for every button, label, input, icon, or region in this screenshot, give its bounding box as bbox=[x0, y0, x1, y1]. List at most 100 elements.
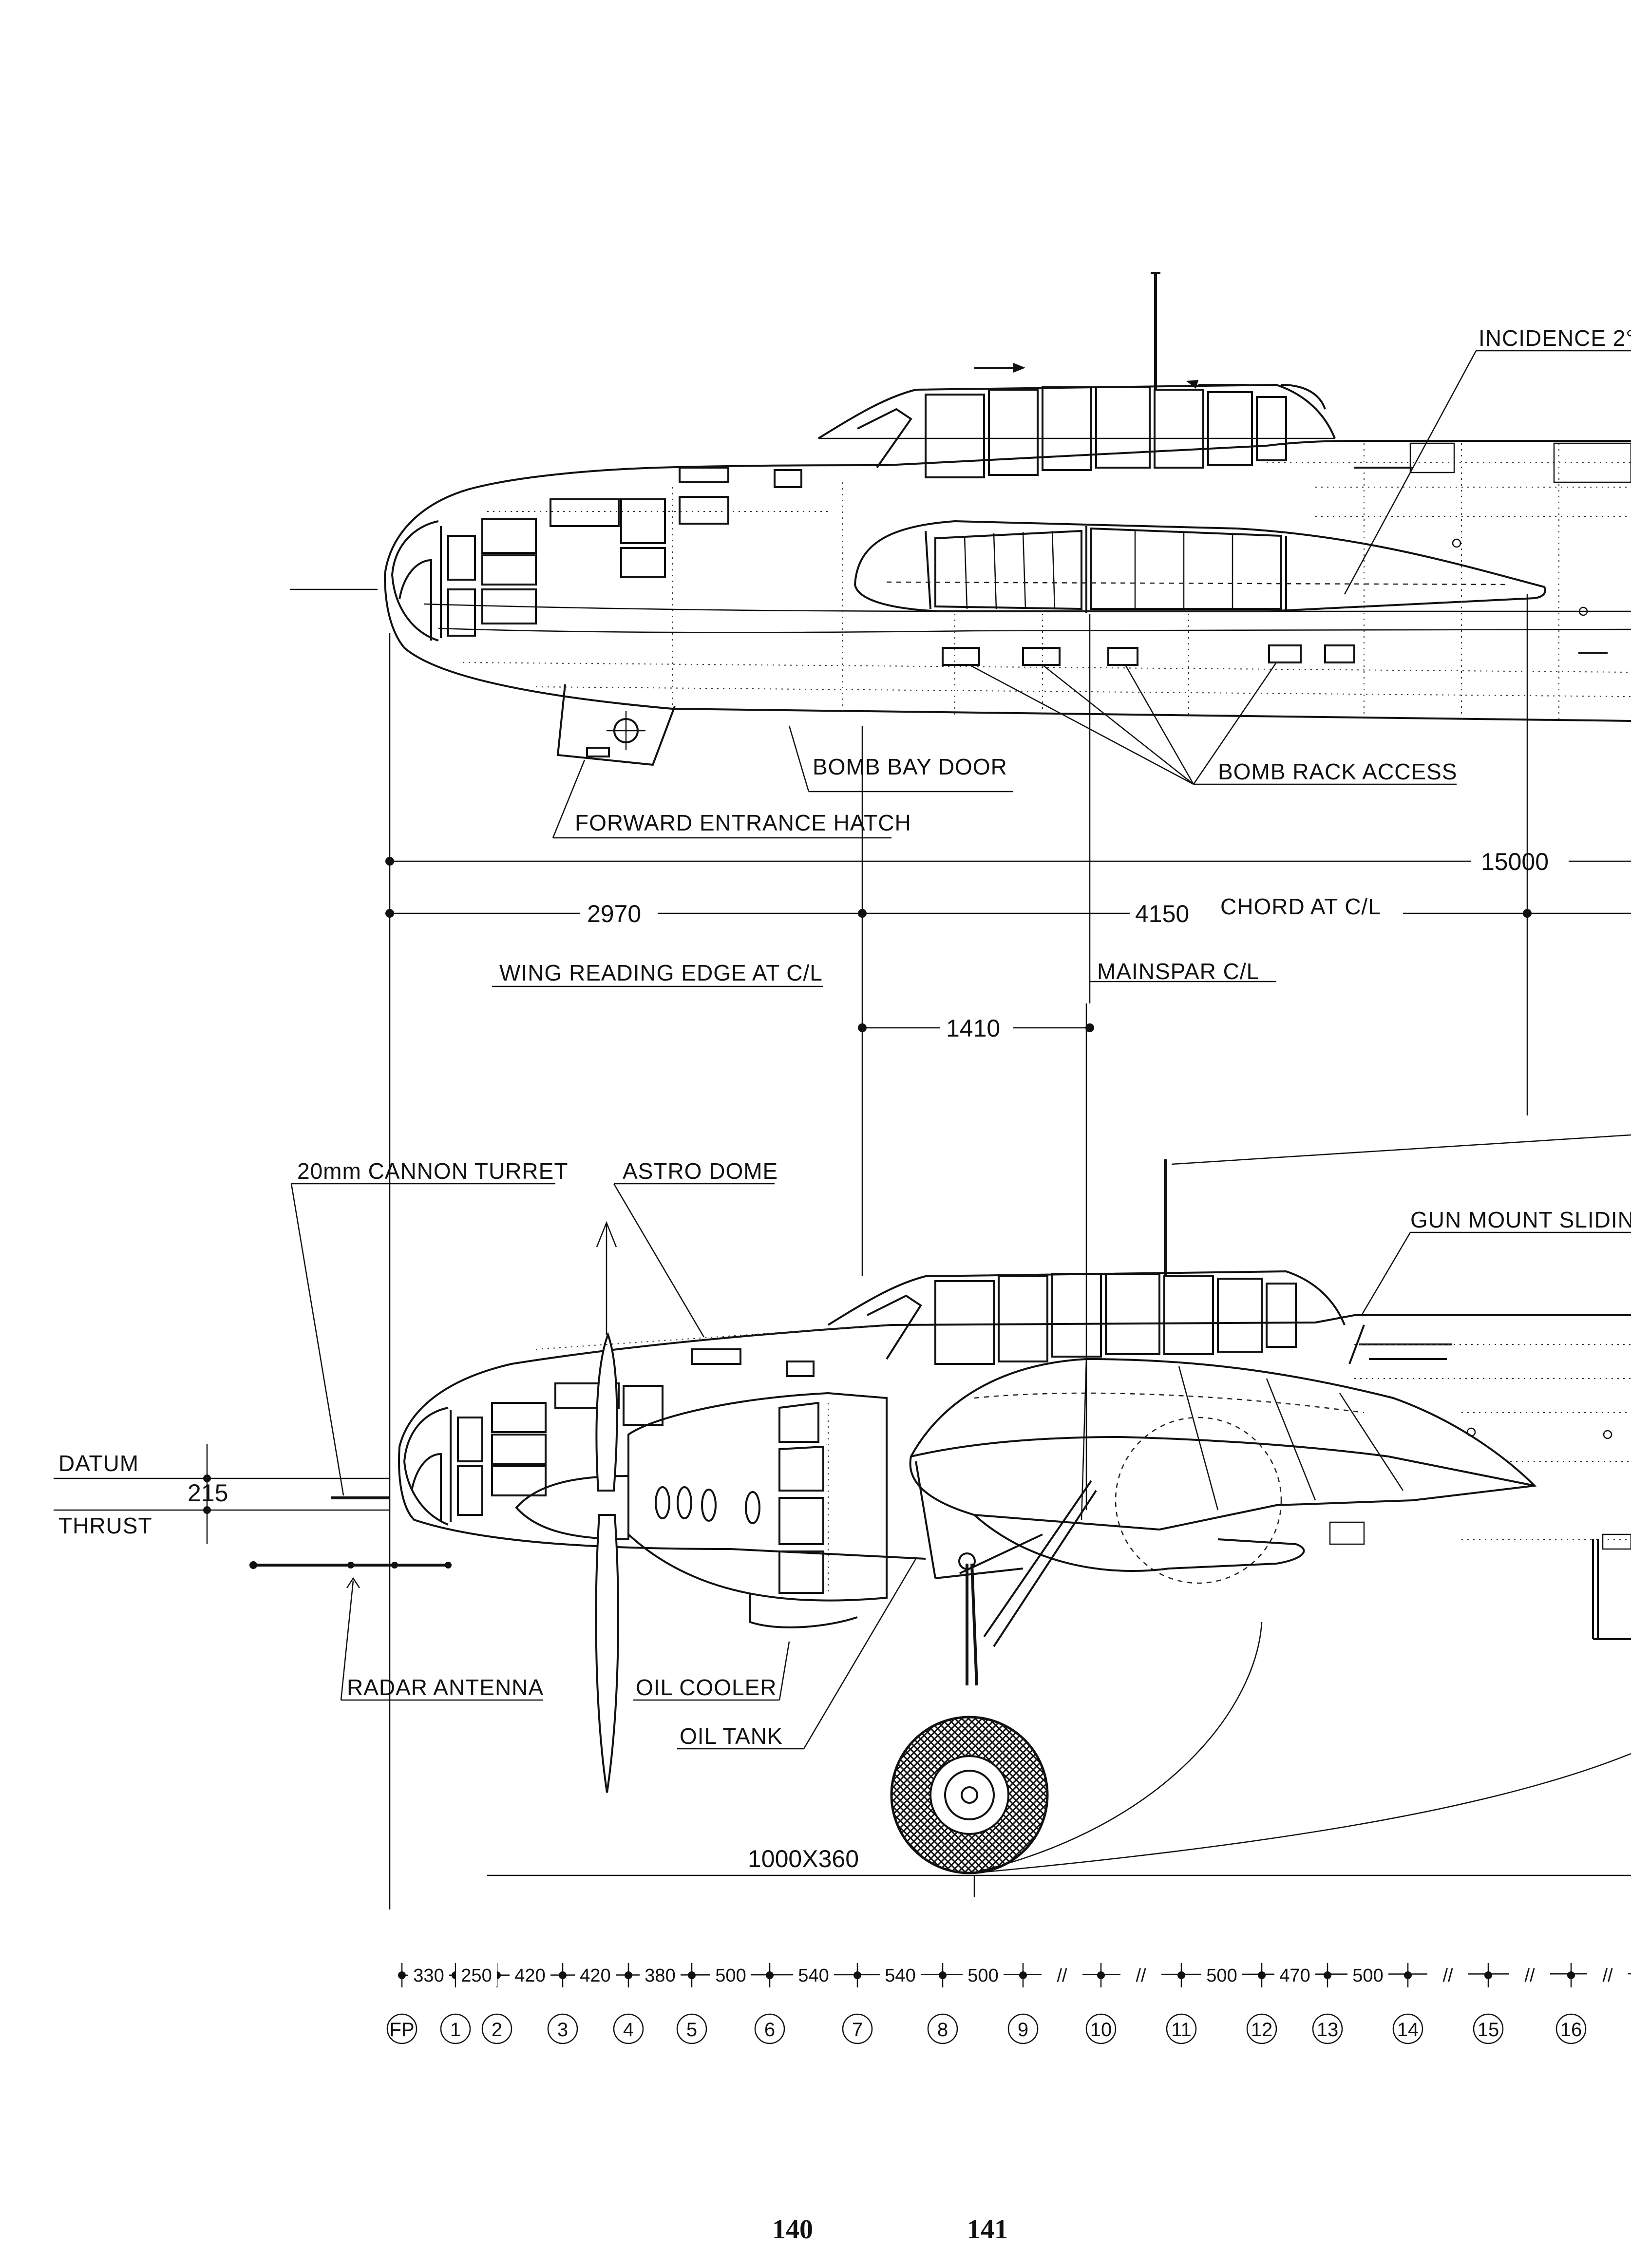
station-number-circle bbox=[927, 2013, 958, 2044]
label-mainspar: MAINSPAR C/L bbox=[1097, 959, 1259, 984]
lower-nose-glazing bbox=[403, 1407, 449, 1526]
station-spacing-bg bbox=[640, 1963, 681, 1986]
station-spacing-bg bbox=[408, 1963, 449, 1986]
station-number-circle bbox=[613, 2013, 644, 2044]
label-cannon-turret: 20mm CANNON TURRET bbox=[297, 1158, 568, 1184]
station-spacing: 540 bbox=[885, 1966, 915, 1986]
station-spacing-bg bbox=[963, 1963, 1004, 1986]
label-datum: DATUM bbox=[58, 1451, 139, 1476]
station-dot bbox=[625, 1971, 632, 1979]
dim-chord: 4150 bbox=[1135, 900, 1189, 927]
lower-wing-root-fairing bbox=[909, 1358, 1537, 1531]
label-chord: CHORD AT C/L bbox=[1220, 894, 1381, 919]
station-number-circle bbox=[1473, 2013, 1504, 2044]
label-thrust: THRUST bbox=[58, 1513, 152, 1538]
station-number: 16 bbox=[1560, 2019, 1582, 2041]
label-bomb-bay-door: BOMB BAY DOOR bbox=[813, 754, 1007, 779]
station-number: 4 bbox=[623, 2019, 634, 2041]
station-number: 3 bbox=[557, 2019, 568, 2041]
station-spacing: // bbox=[1524, 1966, 1535, 1986]
station-number: 9 bbox=[1018, 2019, 1028, 2041]
page-number-right: 141 bbox=[967, 2214, 1008, 2245]
station-number-circle bbox=[1392, 2013, 1423, 2044]
station-number-circle bbox=[1166, 2013, 1197, 2044]
station-number-circle bbox=[676, 2013, 707, 2044]
label-radar-antenna: RADAR ANTENNA bbox=[347, 1675, 544, 1700]
station-spacing: // bbox=[1136, 1966, 1146, 1986]
station-spacing-bg bbox=[710, 1963, 751, 1986]
upper-side-view bbox=[383, 272, 1631, 766]
station-spacing-bg bbox=[1042, 1963, 1082, 1986]
station-dot bbox=[1324, 1971, 1331, 1979]
station-spacing: 420 bbox=[580, 1966, 610, 1986]
upper-fuselage-outline bbox=[383, 440, 1631, 722]
station-dot bbox=[398, 1971, 406, 1979]
station-spacing-bg bbox=[1120, 1963, 1161, 1986]
station-spacing: 330 bbox=[413, 1966, 444, 1986]
station-spacing-bg bbox=[456, 1963, 497, 1986]
station-number-circle bbox=[842, 2013, 873, 2044]
station-dot bbox=[559, 1971, 567, 1979]
label-incidence: INCIDENCE 2° bbox=[1479, 325, 1631, 351]
upper-canopy bbox=[817, 383, 1336, 439]
station-number-circle bbox=[440, 2013, 471, 2044]
upper-wing-root-fairing bbox=[853, 520, 1546, 612]
station-number-circle bbox=[386, 2013, 417, 2044]
label-gun-mount: GUN MOUNT SLIDING bbox=[1410, 1207, 1631, 1232]
station-spacing: // bbox=[1057, 1966, 1067, 1986]
station-number-circle bbox=[1085, 2013, 1117, 2044]
dim-nose-to-le: 2970 bbox=[587, 900, 641, 927]
station-number-circle bbox=[1312, 2013, 1343, 2044]
station-spacing: // bbox=[1442, 1966, 1453, 1986]
station-spacing: // bbox=[1602, 1966, 1613, 1986]
station-dot bbox=[1177, 1971, 1185, 1979]
station-dot bbox=[1484, 1971, 1492, 1979]
station-number: 7 bbox=[852, 2019, 863, 2041]
station-number: 5 bbox=[686, 2019, 697, 2041]
dim-le-to-spar: 1410 bbox=[946, 1015, 1000, 1042]
propeller-lower-blade bbox=[595, 1514, 619, 1793]
lower-side-view bbox=[249, 1134, 1631, 1897]
lower-annotations: 20mm CANNON TURRET ASTRO DOME GUN MOUNT … bbox=[54, 1158, 1631, 1876]
station-number-circle bbox=[1246, 2013, 1277, 2044]
dim-overall: 15000 bbox=[1481, 848, 1549, 875]
station-number: 2 bbox=[492, 2019, 502, 2041]
station-number-circle bbox=[1007, 2013, 1039, 2044]
station-spacing: 470 bbox=[1279, 1966, 1310, 1986]
station-number-circle bbox=[754, 2013, 785, 2044]
station-number: 13 bbox=[1317, 2019, 1339, 2041]
upper-nose-glazing bbox=[391, 520, 439, 642]
label-wing-leading-edge: WING READING EDGE AT C/L bbox=[499, 960, 823, 985]
station-spacing: 500 bbox=[967, 1966, 998, 1986]
station-spacing: 250 bbox=[461, 1966, 492, 1986]
station-spacing-bg bbox=[1427, 1963, 1468, 1986]
station-spacing-bg bbox=[1201, 1963, 1242, 1986]
station-dot bbox=[766, 1971, 774, 1979]
station-dot bbox=[1404, 1971, 1412, 1979]
station-spacing-bg bbox=[575, 1963, 616, 1986]
page-number-left: 140 bbox=[772, 2214, 813, 2245]
station-dot bbox=[853, 1971, 861, 1979]
upper-annotations: INCIDENCE 2° BOMB BAY DOOR BOMB RACK ACC… bbox=[290, 325, 1631, 839]
dim-datum-offset: 215 bbox=[188, 1479, 228, 1507]
lower-canopy bbox=[827, 1270, 1346, 1326]
station-spacing-bg bbox=[1274, 1963, 1315, 1986]
label-oil-cooler: OIL COOLER bbox=[636, 1675, 777, 1700]
station-dot bbox=[1567, 1971, 1575, 1979]
station-number-circle bbox=[481, 2013, 512, 2044]
upper-entrance-hatch bbox=[556, 684, 676, 766]
label-bomb-rack-access: BOMB RACK ACCESS bbox=[1218, 759, 1457, 784]
label-forward-entrance-hatch: FORWARD ENTRANCE HATCH bbox=[575, 810, 911, 835]
station-number: 12 bbox=[1251, 2019, 1273, 2041]
station-number: 8 bbox=[937, 2019, 948, 2041]
station-number: FP bbox=[389, 2019, 414, 2041]
station-number: 10 bbox=[1090, 2019, 1112, 2041]
station-spacing: 500 bbox=[1352, 1966, 1383, 1986]
station-spacing: 500 bbox=[1206, 1966, 1237, 1986]
station-number-circle bbox=[547, 2013, 578, 2044]
label-oil-tank: OIL TANK bbox=[680, 1723, 783, 1749]
station-spacing: 540 bbox=[798, 1966, 829, 1986]
dimension-lines: 15000 2970 4150 CHORD AT C/L WING READIN… bbox=[385, 594, 1631, 1909]
